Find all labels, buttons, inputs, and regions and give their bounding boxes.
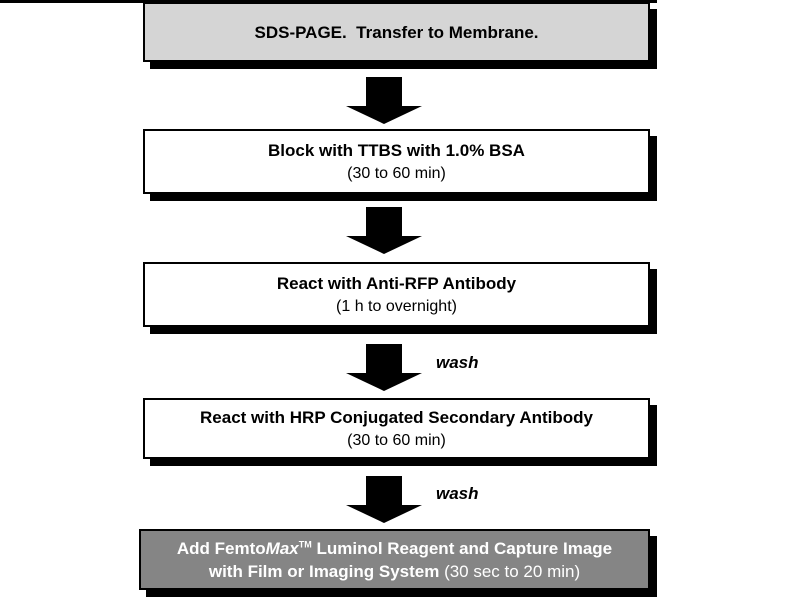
final-step-line-1: Add FemtoMaxTM Luminol Reagent and Captu… [177, 537, 612, 560]
down-arrow-4 [346, 476, 422, 523]
brand-name-italic: Max [265, 538, 299, 558]
wash-label-2: wash [436, 484, 479, 503]
step-box-luminol-capture-image: Add FemtoMaxTM Luminol Reagent and Captu… [139, 529, 650, 590]
final-step-bold-text: with Film or Imaging System [208, 561, 445, 581]
trademark-superscript: TM [298, 538, 312, 549]
wash-label-1: wash [436, 353, 479, 372]
down-arrow-stem [366, 344, 402, 373]
step-box-sds-page-transfer: SDS-PAGE. Transfer to Membrane. [143, 2, 650, 62]
top-border-line [0, 0, 657, 3]
final-step-lead: Add Femto [176, 538, 266, 558]
step-box-block-ttbs-bsa: Block with TTBS with 1.0% BSA (30 to 60 … [143, 129, 650, 194]
down-arrow-stem [366, 77, 402, 106]
down-arrow-stem [366, 476, 402, 505]
down-arrow-1 [346, 77, 422, 124]
down-arrow-2 [346, 207, 422, 254]
step-title: React with Anti-RFP Antibody [276, 273, 517, 293]
down-arrow-head [346, 106, 422, 124]
step-duration: (30 to 60 min) [347, 164, 446, 182]
step-title: Block with TTBS with 1.0% BSA [268, 140, 525, 160]
step-box-anti-rfp-antibody: React with Anti-RFP Antibody (1 h to ove… [143, 262, 650, 327]
final-step-line-2: with Film or Imaging System (30 sec to 2… [209, 560, 580, 583]
down-arrow-head [346, 236, 422, 254]
down-arrow-stem [366, 207, 402, 236]
step-duration: (1 h to overnight) [336, 297, 457, 315]
step-title: SDS-PAGE. Transfer to Membrane. [254, 22, 539, 42]
down-arrow-3 [346, 344, 422, 391]
final-step-rest: Luminol Reagent and Capture Image [311, 538, 613, 558]
step-box-hrp-secondary-antibody: React with HRP Conjugated Secondary Anti… [143, 398, 650, 459]
down-arrow-head [346, 373, 422, 391]
step-duration: (30 to 60 min) [347, 431, 446, 449]
step-title: React with HRP Conjugated Secondary Anti… [200, 407, 593, 427]
final-step-duration: (30 sec to 20 min) [444, 561, 581, 581]
down-arrow-head [346, 505, 422, 523]
